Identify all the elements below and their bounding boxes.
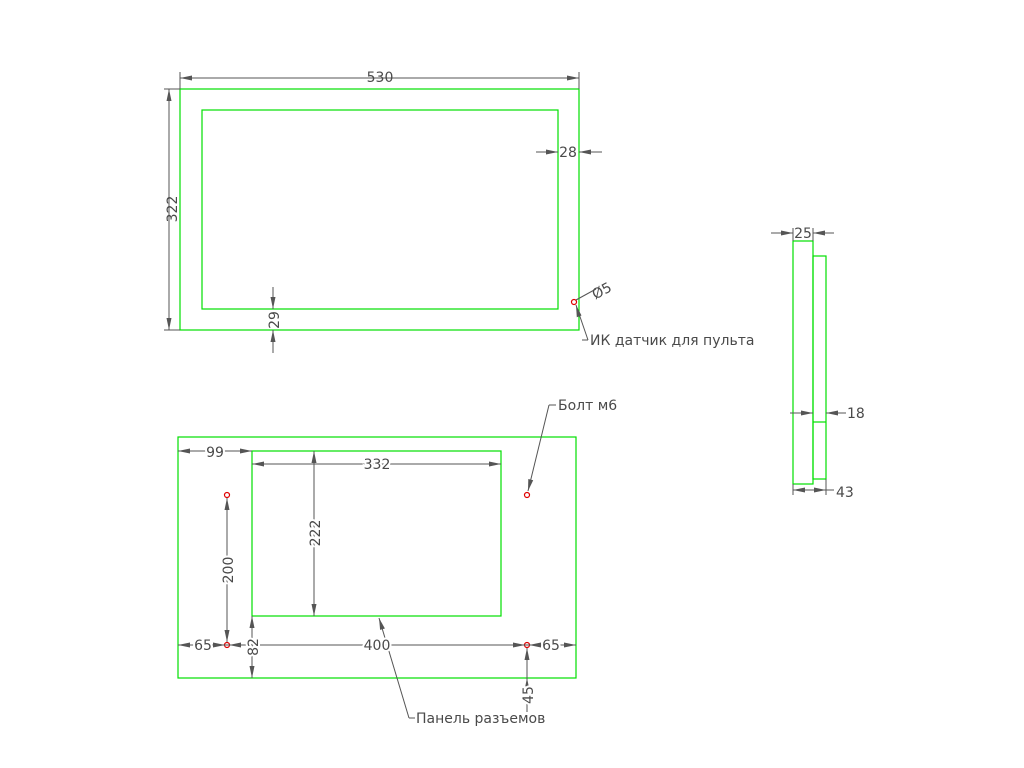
ir-sensor: Ø5 ИК датчик для пульта	[570, 280, 754, 349]
back-outer-frame	[177, 436, 577, 679]
dim-back-left-offset-99: 99	[178, 443, 252, 463]
ir-sensor-hole	[570, 298, 578, 306]
dim-side-bottom-43: 43	[792, 479, 854, 501]
dim-side-mid-label: 18	[847, 406, 865, 422]
bolt-hole-top-right	[523, 491, 531, 499]
dim-width-label: 530	[367, 70, 394, 86]
dim-left-margin-label: 65	[194, 638, 212, 654]
dim-side-top-label: 25	[794, 226, 812, 242]
side-view: 25 18 43	[771, 226, 865, 501]
dim-height-322: 322	[164, 88, 181, 331]
dim-panel-height-label: 222	[308, 520, 324, 547]
dim-frame-side-28: 28	[536, 145, 602, 161]
dim-bottom-margin-45: 45	[519, 648, 539, 712]
dim-frame-bottom-29: 29	[267, 287, 283, 353]
bolt-label: Болт м6	[558, 398, 617, 414]
front-view: 530 322 28 29	[164, 70, 754, 353]
dim-panel-width-332: 332	[252, 455, 501, 475]
dim-panel-bottom-label: 82	[246, 638, 262, 656]
ir-sensor-label: ИК датчик для пульта	[590, 333, 754, 349]
bolt-callout: Болт м6	[527, 398, 617, 492]
ir-hole-diameter-label: Ø5	[590, 280, 615, 303]
side-body-back	[812, 255, 827, 480]
dim-bottom-margin-label: 45	[521, 686, 537, 704]
bolt-hole-top-left	[223, 491, 231, 499]
dim-height-label: 322	[165, 196, 181, 223]
dim-holes-horizontal-label: 400	[364, 638, 391, 654]
panel-callout: Панель разъемов	[378, 617, 545, 727]
dim-panel-width-label: 332	[364, 457, 391, 473]
front-screen-area	[201, 109, 559, 310]
dim-side-bottom-label: 43	[836, 485, 854, 501]
dim-holes-vertical-200: 200	[219, 498, 239, 642]
connector-panel	[251, 450, 502, 617]
dim-panel-bottom-82: 82	[244, 616, 264, 678]
dim-frame-side-label: 28	[559, 145, 577, 161]
dim-frame-bottom-label: 29	[267, 311, 283, 329]
dim-right-margin-label: 65	[542, 638, 560, 654]
dim-width-530: 530	[179, 70, 580, 89]
dim-side-mid-18: 18	[790, 406, 865, 422]
front-outer-frame	[179, 88, 580, 331]
back-view: Болт м6 Панель разъемов 99 332	[177, 398, 617, 727]
dim-bottom-holes-row: 65 400 65	[178, 636, 576, 656]
side-body-front	[792, 240, 814, 485]
dim-back-left-offset-label: 99	[206, 445, 224, 461]
panel-label: Панель разъемов	[416, 711, 545, 727]
dim-holes-vertical-label: 200	[221, 557, 237, 584]
dim-panel-height-222: 222	[306, 451, 326, 616]
dim-side-top-25: 25	[771, 226, 834, 242]
